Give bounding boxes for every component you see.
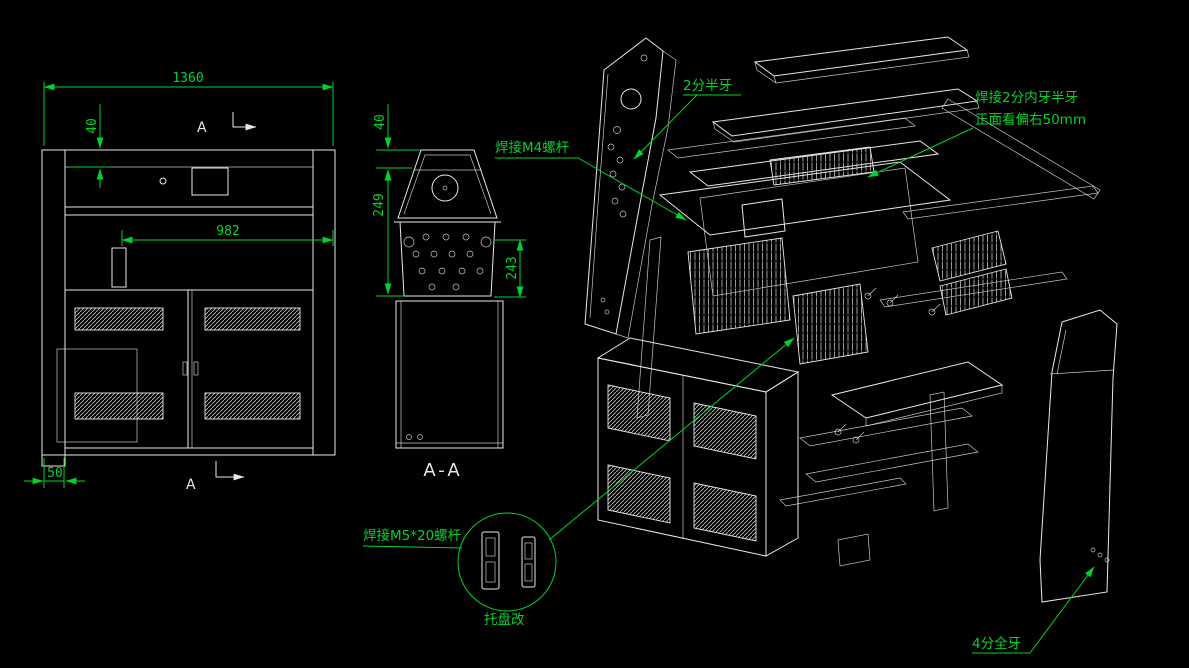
callout-tray-note-label: 托盘改	[484, 611, 525, 628]
console-grille-1	[687, 237, 791, 335]
callout-thread-2fen-half-label: 2分半牙	[683, 78, 732, 94]
section-mark-top-label: A	[197, 120, 207, 136]
side-desk-and-supports	[779, 361, 1004, 567]
callout-weld-m4: 焊接M4螺杆	[495, 139, 687, 221]
front-section-marks: A A	[186, 112, 257, 493]
callout-weld-m5-label: 焊接M5*20螺杆	[363, 527, 462, 544]
section-geometry	[394, 149, 504, 449]
callout-weld-m5-detail: 焊接M5*20螺杆 托盘改	[362, 337, 795, 628]
section-view: 40 249 243 A-A	[372, 104, 526, 481]
dim-40-section-label: 40	[373, 114, 388, 130]
right-rails-and-grilles	[879, 185, 1099, 316]
front-view: 1360 40 982 50 A A	[24, 71, 336, 493]
tray-bracket-detail	[481, 531, 536, 590]
lower-cabinet	[596, 337, 800, 557]
front-dimensions: 1360 40 982 50	[24, 71, 334, 488]
dim-50-label: 50	[47, 466, 63, 481]
front-foot	[41, 454, 66, 467]
right-side-panel	[1039, 309, 1118, 603]
callout-thread-4fen-full: 4分全牙	[972, 566, 1095, 654]
top-cover-slats	[711, 36, 1101, 200]
door-handle-left	[182, 361, 188, 376]
front-cabinet-geometry	[41, 149, 336, 467]
callout-thread-4fen-label: 4分全牙	[972, 635, 1021, 652]
door-handle-right	[193, 361, 199, 376]
front-display-window	[191, 167, 229, 196]
dim-982-label: 982	[216, 224, 239, 239]
callout-weld-2fen: 焊接2分内牙半牙 正面看偏右50mm	[867, 89, 1086, 178]
callout-weld-2fen-line1: 焊接2分内牙半牙	[975, 89, 1078, 106]
section-view-title: A-A	[423, 460, 462, 481]
section-dimensions: 40 249 243	[372, 104, 526, 298]
exploded-view	[584, 36, 1118, 603]
console-grille-2	[792, 283, 869, 365]
corner-rail	[941, 98, 1101, 200]
console-screen	[741, 198, 786, 238]
section-mark-bottom-label: A	[186, 477, 196, 493]
front-door-vents	[74, 307, 301, 420]
dim-249-label: 249	[372, 193, 387, 216]
left-frame-bar	[636, 236, 662, 419]
back-rail	[667, 117, 916, 159]
detail-callout-circle	[457, 512, 557, 612]
callout-weld-2fen-line2: 正面看偏右50mm	[975, 112, 1086, 128]
callouts: 2分半牙 焊接M4螺杆 焊接2分内牙半牙 正面看偏右50mm 焊接M5*20螺杆	[362, 78, 1095, 654]
dim-40-front-label: 40	[85, 118, 100, 134]
desk-surface	[830, 361, 1004, 419]
dim-243-label: 243	[505, 256, 520, 279]
dim-1360-label: 1360	[172, 71, 203, 86]
console-assembly	[636, 161, 952, 419]
left-side-panel	[584, 37, 677, 339]
callout-weld-m4-label: 焊接M4螺杆	[495, 139, 570, 156]
callout-thread-2fen-half: 2分半牙	[633, 78, 741, 160]
front-indicator-lamp	[159, 177, 167, 185]
